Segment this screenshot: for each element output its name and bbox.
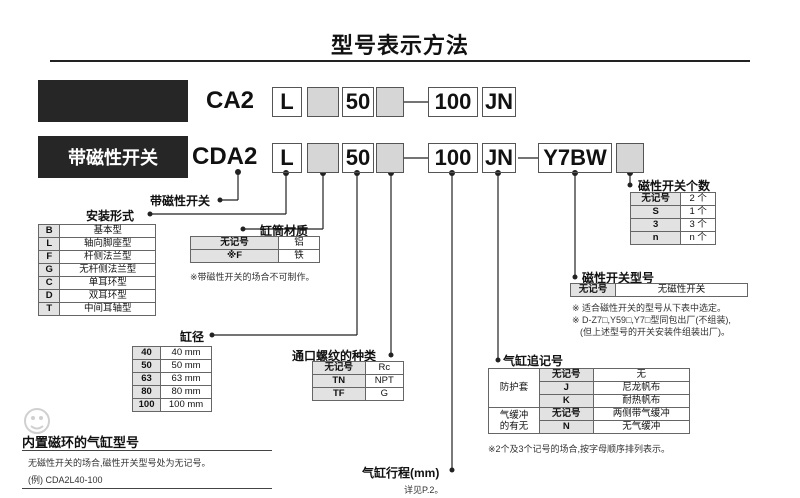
row2-switch-box: Y7BW [538,143,612,173]
bore-label: 缸径 [180,330,205,344]
magnet-heading: 内置磁环的气缸型号 [22,435,140,450]
row2-cushion-box: JN [482,143,516,173]
switch-model-label: 磁性开关型号 [582,271,655,285]
row1-cushion-box: JN [482,87,516,117]
stroke-note: 详见P.2。 [404,485,444,495]
table-row: 无记号无磁性开关 [570,283,748,297]
magnet-example: (例) CDA2L40-100 [28,475,103,485]
stroke-label: 气缸行程(mm) [362,466,440,480]
row2-stroke-box: 100 [428,143,478,173]
switch-note-2: ※ D-Z7□,Y59□,Y7□型同包出厂(不组装), [572,315,731,325]
bottom-underline [22,488,272,489]
magnet-line-1: 无磁性开关的场合,磁性开关型号处为无记号。 [28,458,211,468]
row1-stroke-box: 100 [428,87,478,117]
switch-qty-label: 磁性开关个数 [638,179,711,193]
mount-type-label: 安装形式 [86,209,135,223]
switch-model-table: 无记号无磁性开关 [570,283,748,297]
page-title: 型号表示方法 [330,33,469,58]
switch-note-1: ※ 适合磁性开关的型号从下表中选定。 [572,303,727,313]
table-row: 气缓冲的有无 无记号两侧带气缓冲 [488,407,691,434]
row2-bore-box: 50 [342,143,374,173]
row2-qty-box [616,143,644,173]
heading-underline [22,450,272,451]
with-switch-label: 带磁性开关 [150,194,211,208]
port-thread-label: 通口螺纹的种类 [292,349,377,363]
row1-model-code: CA2 [206,87,255,114]
row2-port-box [376,143,404,173]
row2-switch-bar: 带磁性开关 [38,136,188,178]
cushion-note: ※2个及3个记号的场合,按字母顺序排列表示。 [488,444,671,454]
row1-material-box [307,87,339,117]
table-row: 无记号铝 [189,236,320,250]
tube-material-label: 缸筒材质 [260,224,309,238]
cushion-label: 气缸追记号 [503,354,564,368]
watermark-logo-icon [24,408,50,434]
title-divider [50,60,750,62]
row1-black-bar [38,80,188,122]
row2-material-box [307,143,339,173]
row2-mount-box: L [272,143,302,173]
row1-bore-box: 50 [342,87,374,117]
table-row: 防护套 无记号无 [488,368,691,408]
row1-mount-box: L [272,87,302,117]
switch-note-3: (但上述型号的开关安装件组装出厂)。 [580,327,730,337]
row2-model-code: CDA2 [192,143,258,170]
material-note: ※带磁性开关的场合不可制作。 [190,272,315,282]
row1-port-box [376,87,404,117]
